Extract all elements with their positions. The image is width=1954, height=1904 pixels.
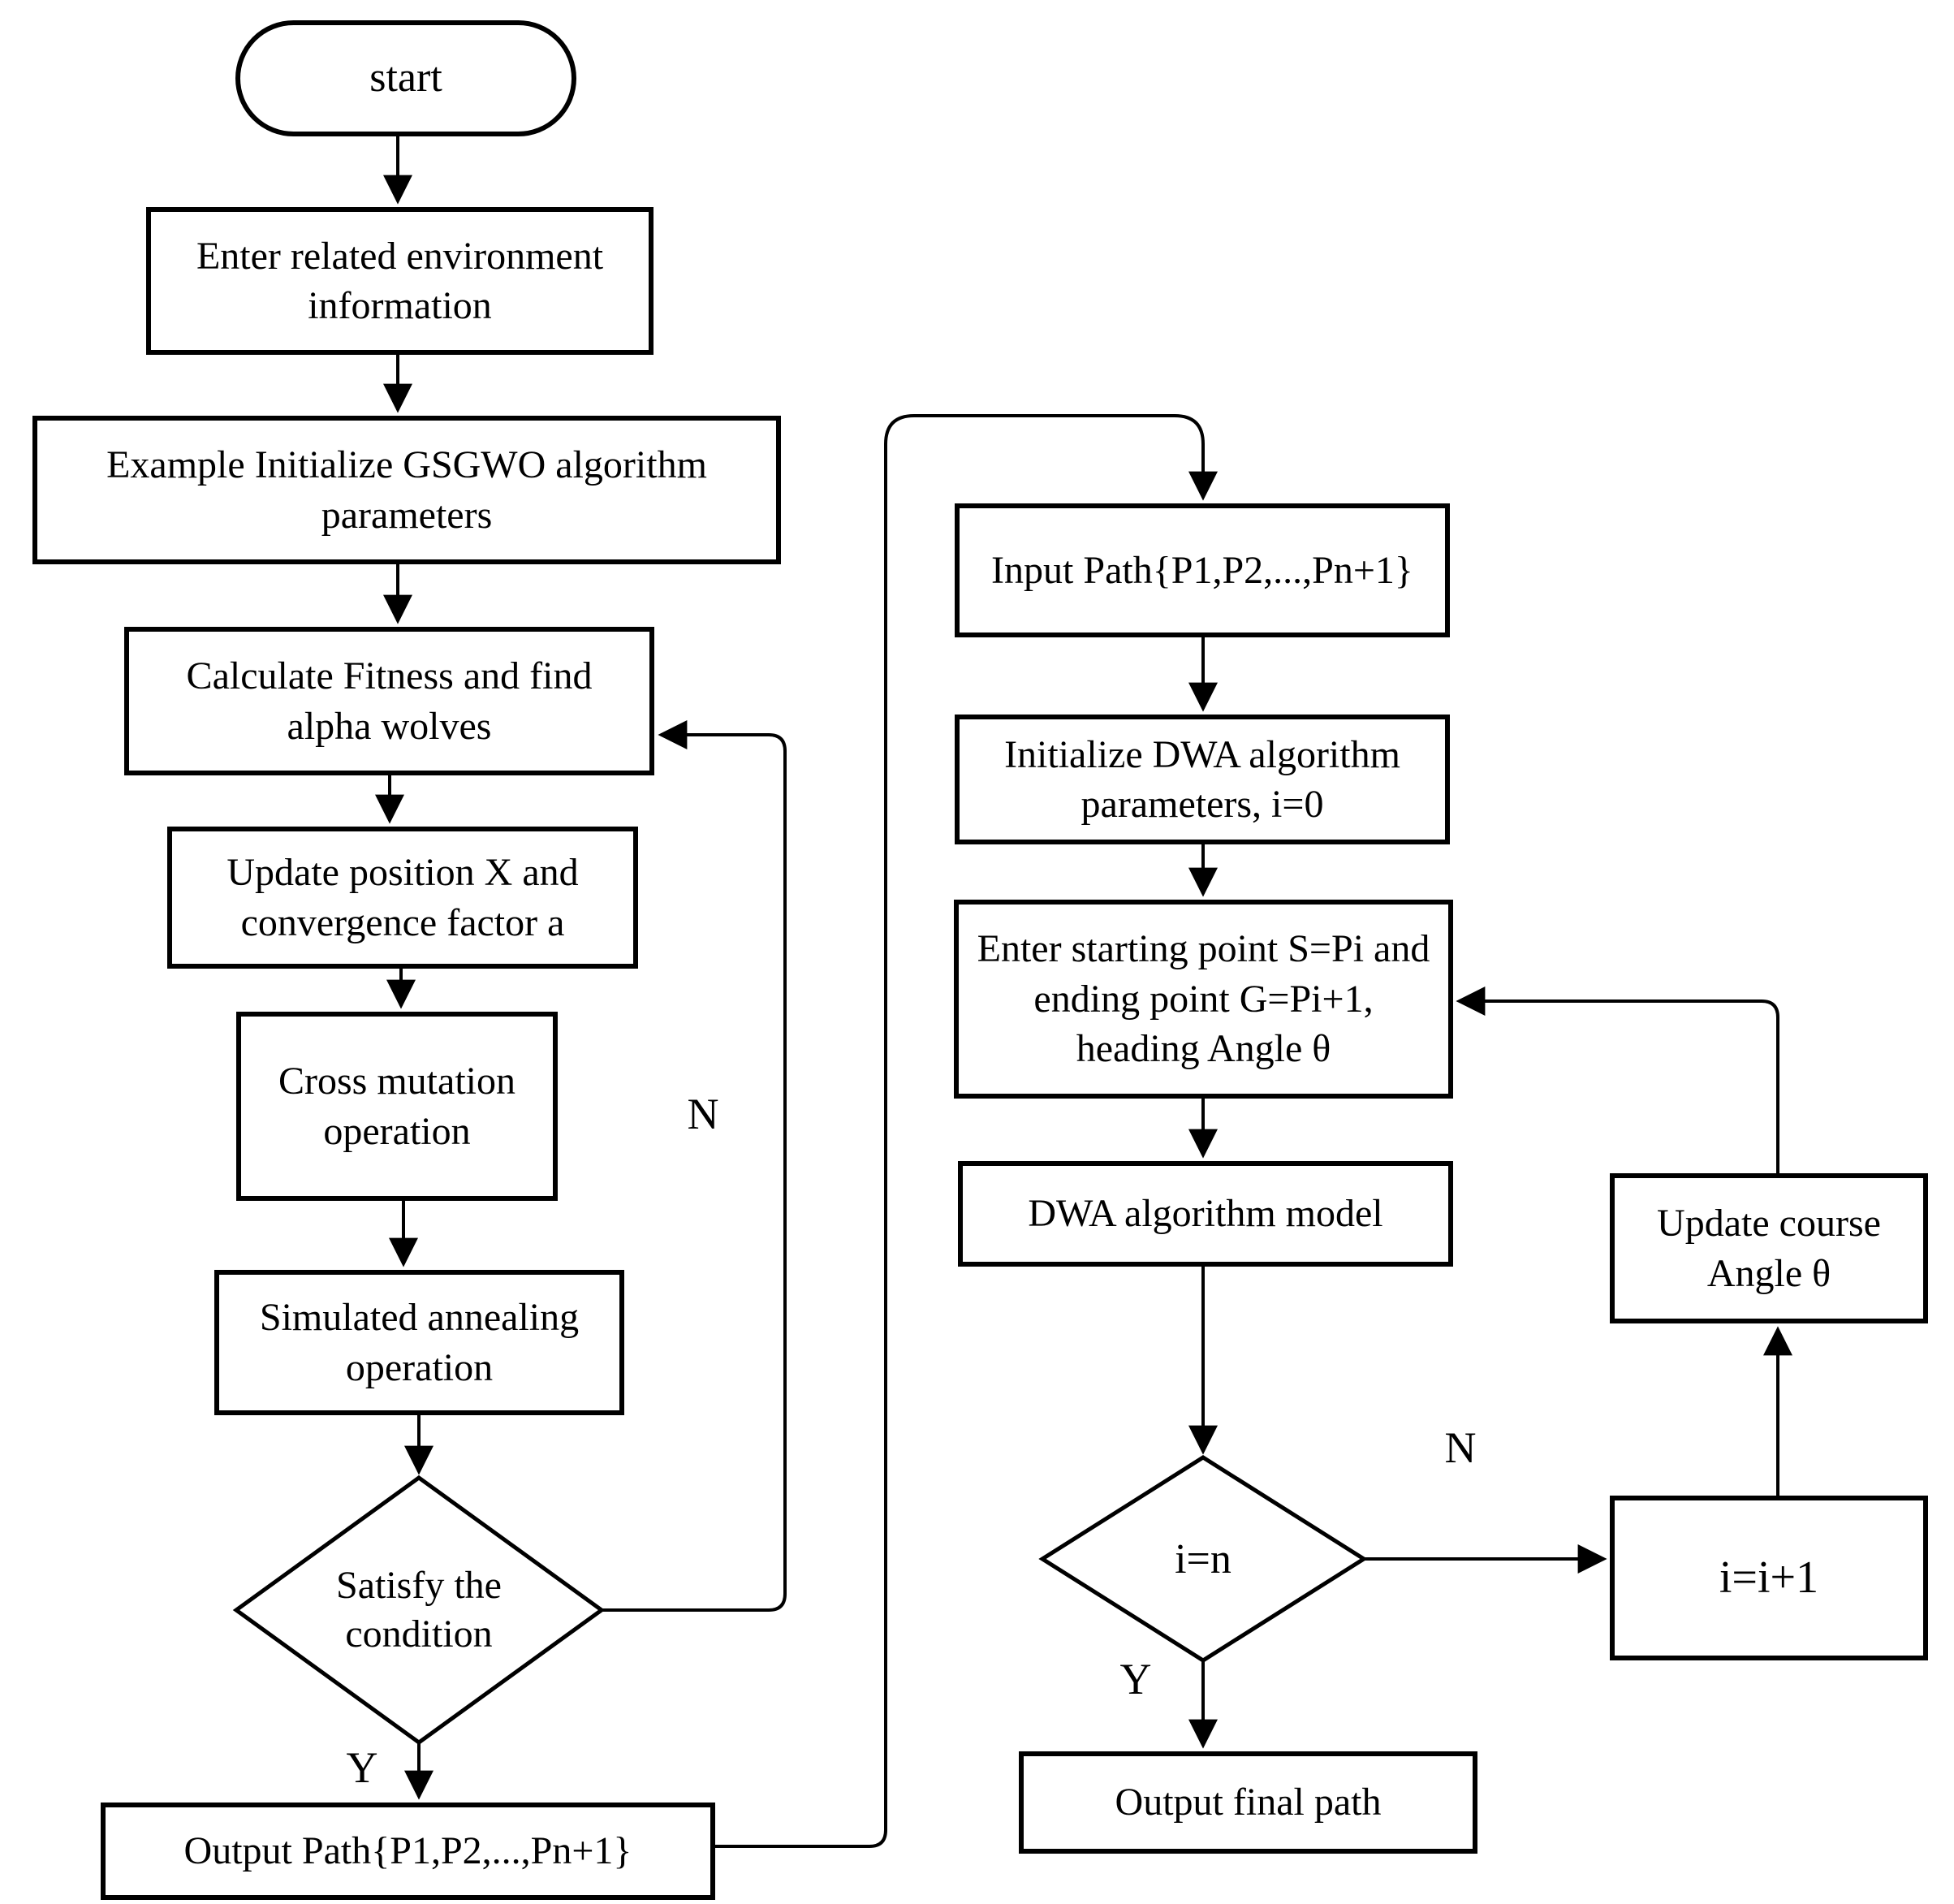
node-output-final-path: Output final path xyxy=(1019,1751,1477,1854)
i-equals-n-diamond xyxy=(1038,1455,1368,1663)
node-calculate-fitness: Calculate Fitness and find alpha wolves xyxy=(124,627,654,775)
node-update-course-angle: Update course Angle θ xyxy=(1610,1173,1928,1323)
node-initialize-dwa: Initialize DWA algorithm parameters, i=0 xyxy=(955,715,1450,844)
decision-satisfy-condition-label: Satisfy the condition xyxy=(336,1564,502,1656)
node-enter-start-end-points: Enter starting point S=Pi and ending poi… xyxy=(954,900,1453,1099)
node-dwa-algorithm-model: DWA algorithm model xyxy=(958,1161,1453,1267)
node-simulated-annealing: Simulated annealing operation xyxy=(214,1270,624,1415)
node-start: start xyxy=(235,20,576,136)
label-ien-yes: Y xyxy=(1119,1655,1152,1703)
label-ien-no: N xyxy=(1444,1423,1477,1472)
satisfy-condition-diamond xyxy=(232,1474,606,1746)
node-enter-environment-info: Enter related environment information xyxy=(146,207,653,355)
node-update-position: Update position X and convergence factor… xyxy=(167,827,638,969)
node-input-path: Input Path{P1,P2,...,Pn+1} xyxy=(955,503,1450,637)
edge-update-course-to-enter-points xyxy=(1456,987,1779,1173)
node-output-path: Output Path{P1,P2,...,Pn+1} xyxy=(101,1803,715,1900)
label-satisfy-no: N xyxy=(687,1090,719,1138)
label-satisfy-yes: Y xyxy=(346,1743,378,1792)
decision-i-equals-n-label: i=n xyxy=(1175,1535,1231,1582)
edge-output-path-to-input-path xyxy=(715,414,1218,1848)
node-i-increment: i=i+1 xyxy=(1610,1496,1928,1660)
node-initialize-gsgwo: Example Initialize GSGWO algorithm param… xyxy=(32,416,781,564)
node-cross-mutation: Cross mutation operation xyxy=(236,1012,558,1201)
edge-satisfy-no-loop-to-calc-fitness xyxy=(602,720,787,1612)
